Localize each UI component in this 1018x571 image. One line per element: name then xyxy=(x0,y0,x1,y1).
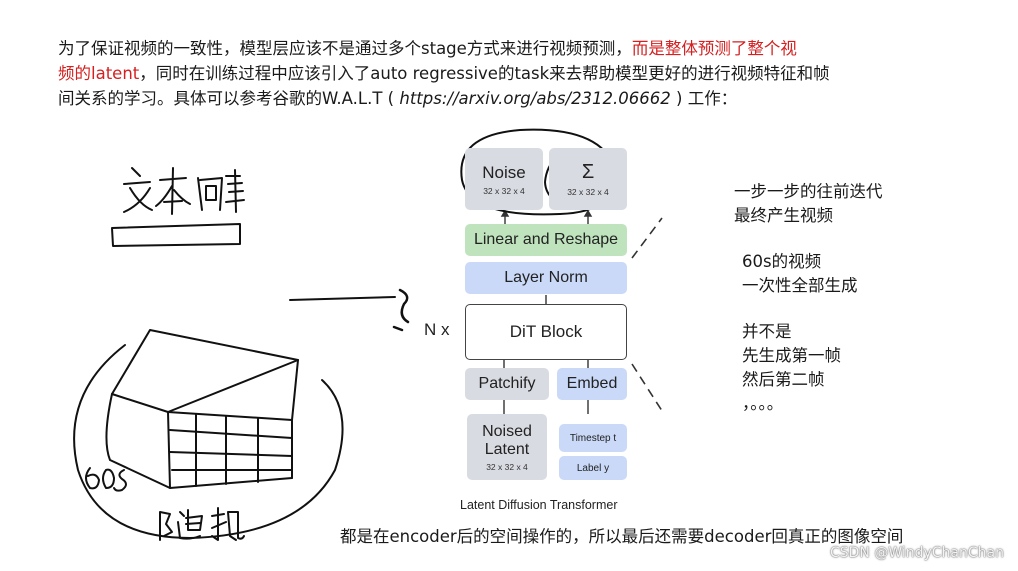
intro-line1-red: 而是整体预测了整个视 xyxy=(631,39,797,58)
note-iterate: 一步一步的往前迭代 最终产生视频 xyxy=(734,180,883,228)
csdn-watermark: CSDN @WindyChanChan xyxy=(829,545,1004,561)
intro-line2-red: 频的latent xyxy=(58,64,140,83)
handwritten-text-vector xyxy=(123,167,245,215)
intro-line1: 为了保证视频的一致性，模型层应该不是通过多个stage方式来进行视频预测， xyxy=(58,39,632,58)
dit-block-label: DiT Block xyxy=(509,322,583,341)
n-times-label: N x xyxy=(424,320,450,339)
label-y-box: Label y xyxy=(559,456,627,480)
paper-link[interactable]: https://arxiv.org/abs/2312.06662 xyxy=(399,89,671,108)
linear-reshape-box: Linear and Reshape xyxy=(465,224,627,256)
timestep-label: Timestep t xyxy=(569,432,617,444)
intro-paragraph: 为了保证视频的一致性，模型层应该不是通过多个stage方式来进行视频预测，而是整… xyxy=(58,36,938,111)
noise-output-label: Noise xyxy=(482,162,526,182)
handwritten-random xyxy=(159,507,245,541)
handwritten-60s xyxy=(85,467,127,492)
footer-note: 都是在encoder后的空间操作的，所以最后还需要decoder回真正的图像空间 xyxy=(340,527,904,546)
noise-output-box: Noise 32 x 32 x 4 xyxy=(465,148,543,210)
intro-line3: 间关系的学习。具体可以参考谷歌的W.A.L.T ( xyxy=(58,89,400,108)
noised-dim: 32 x 32 x 4 xyxy=(486,461,528,472)
note-iterate-line2: 最终产生视频 xyxy=(734,206,833,225)
handwritten-cube xyxy=(105,329,299,489)
embed-label: Embed xyxy=(566,375,618,392)
sigma-label: Σ xyxy=(581,161,595,183)
diagram-caption: Latent Diffusion Transformer xyxy=(460,498,618,512)
noised-latent-box: Noised Latent 32 x 32 x 4 xyxy=(467,414,547,480)
note-not-sequential: 并不是 先生成第一帧 然后第二帧 ，。。。 xyxy=(742,320,841,416)
linear-reshape-label: Linear and Reshape xyxy=(473,231,619,248)
layer-norm-box: Layer Norm xyxy=(465,262,627,294)
dit-block-box: DiT Block xyxy=(465,304,627,360)
note-whole-line2: 一次性全部生成 xyxy=(742,276,858,295)
layer-norm-label: Layer Norm xyxy=(504,269,588,286)
noised-label: Noised xyxy=(482,422,532,440)
note-seq-line3: 然后第二帧 xyxy=(742,370,825,389)
intro-line3-end: ) 工作： xyxy=(670,89,738,108)
note-iterate-line1: 一步一步的往前迭代 xyxy=(734,182,883,201)
patchify-box: Patchify xyxy=(465,368,549,400)
label-y-label: Label y xyxy=(576,462,610,474)
note-seq-line4: ，。。。 xyxy=(742,394,784,413)
embed-box: Embed xyxy=(557,368,627,400)
note-whole-video: 60s的视频 一次性全部生成 xyxy=(742,250,858,298)
sigma-output-box: Σ 32 x 32 x 4 xyxy=(549,148,627,210)
intro-line2: ，同时在训练过程中应该引入了auto regressive的task来去帮助模型… xyxy=(139,64,830,83)
noise-output-dim: 32 x 32 x 4 xyxy=(483,185,525,196)
sigma-dim: 32 x 32 x 4 xyxy=(567,187,609,197)
latent-label: Latent xyxy=(484,440,530,458)
note-seq-line1: 并不是 xyxy=(742,322,792,341)
note-whole-line1: 60s的视频 xyxy=(742,252,822,271)
note-seq-line2: 先生成第一帧 xyxy=(742,346,841,365)
patchify-label: Patchify xyxy=(478,375,536,392)
timestep-box: Timestep t xyxy=(559,424,627,452)
